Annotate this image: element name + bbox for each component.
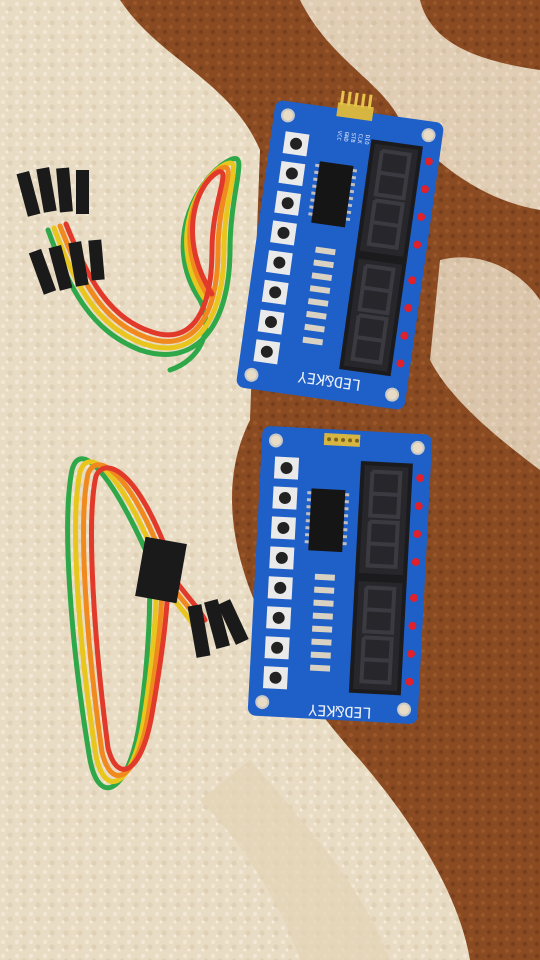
resistor-array bbox=[309, 573, 336, 672]
pin-header bbox=[336, 90, 374, 122]
led-key-board-bottom: LED&KEY bbox=[247, 426, 433, 724]
red-leds bbox=[396, 157, 433, 368]
dupont-connectors-bottom bbox=[135, 536, 249, 658]
mounting-hole bbox=[421, 128, 436, 143]
pin-labels: VCC GND STB CLK DIO bbox=[335, 130, 370, 145]
red-leds bbox=[405, 474, 425, 686]
ribbon-cable-top bbox=[45, 156, 242, 373]
driver-chip bbox=[308, 161, 358, 228]
mounting-hole bbox=[280, 108, 295, 123]
mounting-hole bbox=[255, 695, 270, 710]
mounting-hole bbox=[244, 367, 259, 382]
dupont-connectors-top bbox=[16, 167, 105, 295]
push-buttons bbox=[262, 456, 300, 690]
led-key-board-top: VCC GND STB CLK DIO bbox=[236, 90, 444, 410]
pin-label-stb: STB bbox=[349, 132, 356, 143]
seven-segment-display bbox=[348, 460, 413, 696]
mounting-hole bbox=[385, 387, 400, 402]
mounting-hole bbox=[397, 702, 412, 717]
pin-header bbox=[323, 432, 361, 447]
pin-label-vcc: VCC bbox=[335, 130, 342, 141]
mounting-hole bbox=[268, 433, 283, 448]
board-label: LED&KEY bbox=[308, 701, 372, 722]
resistor-array bbox=[302, 246, 336, 346]
pin-label-clk: CLK bbox=[356, 133, 363, 144]
seven-segment-display bbox=[339, 139, 423, 377]
mounting-hole bbox=[410, 440, 425, 455]
push-buttons bbox=[253, 131, 310, 365]
driver-chip bbox=[304, 488, 350, 553]
pin-label-dio: DIO bbox=[363, 134, 370, 145]
pin-label-gnd: GND bbox=[342, 131, 349, 142]
